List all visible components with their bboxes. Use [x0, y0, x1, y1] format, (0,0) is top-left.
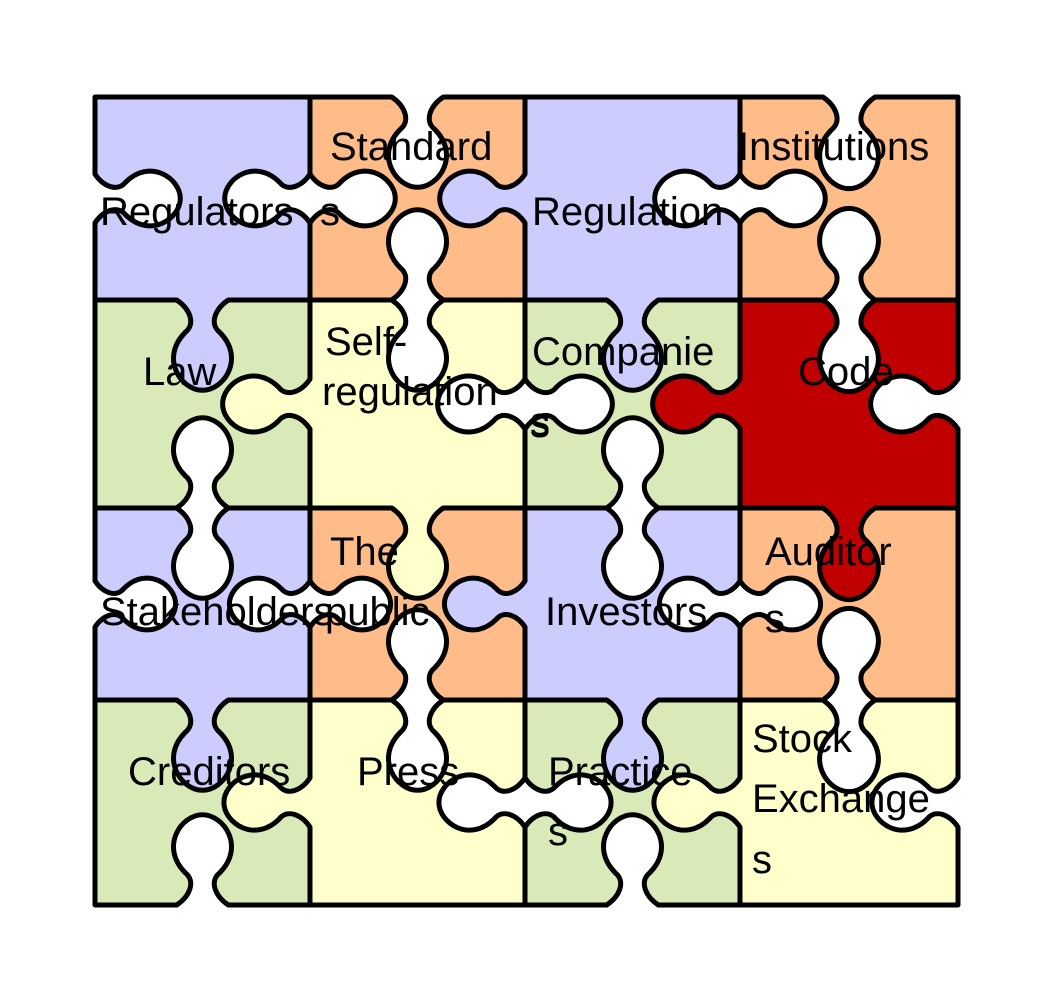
piece-shape — [737, 94, 961, 303]
piece-shape — [650, 297, 961, 603]
piece-label: Standard — [330, 125, 492, 169]
piece-label: s — [530, 400, 550, 444]
labels-layer: Regulators Standard s Regulation Institution… — [100, 125, 930, 882]
piece-label: Stock — [752, 717, 853, 761]
piece-label: Auditor — [765, 530, 892, 574]
piece-label: s — [320, 190, 340, 234]
piece-label: Press — [357, 750, 459, 794]
piece-label: Regulators — [100, 190, 293, 234]
piece-label: s — [765, 597, 785, 641]
piece-label: Investors — [545, 590, 707, 634]
piece-label: Companie — [532, 330, 714, 374]
piece-label: Self- — [325, 320, 407, 364]
piece-label: Creditors — [128, 750, 290, 794]
piece-label: regulation — [322, 370, 498, 414]
piece-shape — [92, 94, 313, 393]
puzzle-piece-institutions — [737, 94, 961, 303]
piece-label: s — [752, 838, 772, 882]
piece-label: s — [548, 810, 568, 854]
piece-label: Stakeholders — [100, 590, 333, 634]
puzzle-piece-press — [221, 697, 528, 908]
piece-label: Practice — [548, 750, 693, 794]
piece-shape — [221, 697, 528, 908]
piece-label: public — [325, 590, 430, 634]
piece-label: s — [530, 402, 550, 446]
piece-label: Code — [798, 350, 894, 394]
pieces-layer — [92, 94, 961, 908]
puzzle-piece-stockexchanges — [651, 697, 961, 908]
piece-label: Exchange — [752, 777, 930, 821]
piece-label: Regulation — [532, 190, 723, 234]
piece-label: Institutions — [738, 125, 929, 169]
puzzle-piece-code — [650, 297, 961, 603]
puzzle-piece-regulators — [92, 94, 313, 393]
puzzle-piece-regulation — [437, 94, 743, 393]
piece-label: The — [330, 530, 399, 574]
piece-label: Law — [143, 350, 216, 394]
piece-shape — [437, 94, 743, 393]
piece-shape — [651, 697, 961, 908]
